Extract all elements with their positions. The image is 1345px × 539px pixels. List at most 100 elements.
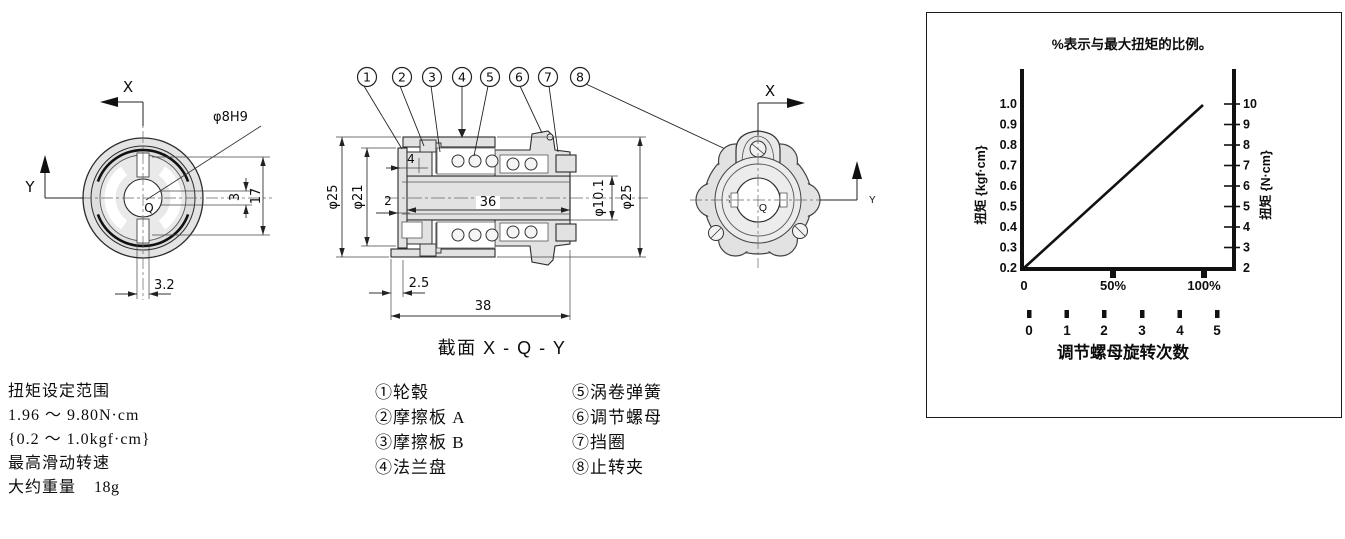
part-circled-number: ⑧ (572, 458, 590, 477)
dim-bore: φ8H9 (213, 110, 248, 125)
front-view-drawing: X Y Q φ8H9 17 3 3.2 (24, 78, 272, 300)
axis-x-label: X (765, 82, 775, 100)
legend-item-2: ②摩擦板 A (375, 405, 466, 430)
retaining-clip-bottom (555, 223, 577, 242)
axis-x-arrow-icon (100, 97, 144, 126)
dim-3: 3 (228, 193, 243, 201)
right-tick-marks (1224, 103, 1240, 249)
legend-item-5: ⑤涡卷弹簧 (572, 380, 662, 405)
axis-y-label: Y (869, 195, 876, 206)
axis-x-label: X (123, 78, 133, 96)
center-point-label: Q (759, 202, 767, 214)
callout-7: 7 (544, 70, 552, 85)
flange-plate-bottom (390, 248, 496, 258)
dim-4: 4 (407, 152, 415, 166)
part-circled-number: ⑤ (572, 383, 590, 402)
svg-text:2: 2 (1100, 323, 1108, 338)
svg-text:0.6: 0.6 (1000, 179, 1017, 193)
chart-note: %表示与最大扭矩的比例。 (1052, 36, 1213, 52)
torque-chart-panel: %表示与最大扭矩的比例。 1.0 0.9 0.8 0.7 0.6 0.5 0.4… (926, 12, 1342, 418)
svg-text:7: 7 (1243, 159, 1250, 173)
svg-text:0.4: 0.4 (1000, 220, 1017, 234)
secondary-tick-labels: 0 1 2 3 4 5 (1025, 323, 1221, 338)
part-callouts: 1 2 3 4 5 6 7 8 (356, 66, 737, 157)
svg-text:0: 0 (1020, 278, 1027, 293)
right-tick-labels: 10 9 8 7 6 5 4 3 2 (1243, 97, 1257, 275)
svg-text:10: 10 (1243, 97, 1257, 111)
callout-1: 1 (363, 70, 371, 85)
flange-plate-top (402, 136, 496, 148)
dim-36: 36 (480, 195, 497, 210)
parts-legend-column-1: ①轮毂 ②摩擦板 A ③摩擦板 B ④法兰盘 (375, 380, 466, 480)
part-circled-number: ③ (375, 433, 393, 452)
secondary-axis-title: 调节螺母旋转次数 (1057, 342, 1190, 362)
callout-6: 6 (515, 70, 523, 85)
dim-bore-10-1: φ10.1 (592, 179, 607, 217)
parts-legend-column-2: ⑤涡卷弹簧 ⑥调节螺母 ⑦挡圈 ⑧止转夹 (572, 380, 662, 480)
spec-torque-range-title: 扭矩设定范围 (8, 383, 111, 400)
center-point-label: Q (144, 201, 153, 215)
legend-item-8: ⑧止转夹 (572, 455, 662, 480)
svg-text:0.9: 0.9 (1000, 118, 1017, 132)
svg-text:1: 1 (1063, 323, 1071, 338)
hub-keyway-notch (401, 221, 423, 239)
legend-item-1: ①轮毂 (375, 380, 466, 405)
svg-text:4: 4 (1176, 323, 1184, 338)
svg-text:0: 0 (1025, 323, 1033, 338)
retaining-clip-top (555, 154, 577, 173)
secondary-tick-marks (1027, 310, 1220, 318)
torque-chart: %表示与最大扭矩的比例。 1.0 0.9 0.8 0.7 0.6 0.5 0.4… (973, 36, 1273, 362)
part-label: 法兰盘 (393, 458, 447, 477)
legend-item-3: ③摩擦板 B (375, 430, 466, 455)
part-circled-number: ⑥ (572, 408, 590, 427)
legend-item-7: ⑦挡圈 (572, 430, 662, 455)
callout-8: 8 (576, 70, 584, 85)
callout-5: 5 (486, 70, 494, 85)
legend-item-6: ⑥调节螺母 (572, 405, 662, 430)
svg-text:0.7: 0.7 (1000, 159, 1017, 173)
section-title: 截面 X - Q - Y (438, 338, 567, 358)
axis-y-arrow-icon (820, 161, 862, 201)
svg-text:4: 4 (1243, 220, 1250, 234)
svg-text:0.5: 0.5 (1000, 200, 1017, 214)
spec-max-slip-speed: 最高滑动转速 (8, 455, 111, 472)
svg-text:0.2: 0.2 (1000, 261, 1017, 275)
part-circled-number: ① (375, 383, 393, 402)
axis-y-arrow-icon (40, 155, 84, 199)
svg-text:0.3: 0.3 (1000, 241, 1017, 255)
callout-3: 3 (428, 70, 436, 85)
svg-text:3: 3 (1243, 241, 1250, 255)
part-label: 轮毂 (393, 383, 429, 402)
callout-2: 2 (398, 70, 406, 85)
dim-id-flange: φ21 (351, 184, 366, 209)
svg-text:5: 5 (1243, 200, 1250, 214)
part-label: 涡卷弹簧 (590, 383, 662, 402)
spec-torque-range-metric: {0.2 ～ 1.0kgf·cm} (8, 431, 151, 448)
dim-3-2: 3.2 (154, 278, 175, 293)
dim-od-left: φ25 (326, 184, 341, 209)
dim-2: 2 (384, 194, 392, 208)
svg-text:1.0: 1.0 (1000, 97, 1017, 111)
x-tick-labels: 0 50% 100% (1020, 278, 1221, 293)
svg-text:8: 8 (1243, 138, 1250, 152)
svg-text:100%: 100% (1187, 278, 1221, 293)
part-circled-number: ⑦ (572, 433, 590, 452)
svg-text:50%: 50% (1100, 278, 1126, 293)
dim-2-5: 2.5 (409, 276, 430, 291)
part-label: 挡圈 (590, 433, 626, 452)
part-circled-number: ② (375, 408, 393, 427)
axis-x-arrow-icon (757, 98, 805, 135)
svg-text:6: 6 (1243, 179, 1250, 193)
dim-17: 17 (249, 188, 264, 205)
left-tick-labels: 1.0 0.9 0.8 0.7 0.6 0.5 0.4 0.3 0.2 (1000, 97, 1017, 275)
spring-arc-top (96, 148, 190, 183)
spiral-spring-coils (451, 154, 538, 242)
spec-weight-value: 18g (94, 479, 120, 496)
axis-y-label: Y (24, 178, 35, 196)
rear-view-drawing: X Y Q (690, 82, 876, 268)
part-label: 止转夹 (590, 458, 644, 477)
svg-text:9: 9 (1243, 118, 1250, 132)
spec-torque-range-si: 1.96 ～ 9.80N·cm (8, 407, 140, 424)
